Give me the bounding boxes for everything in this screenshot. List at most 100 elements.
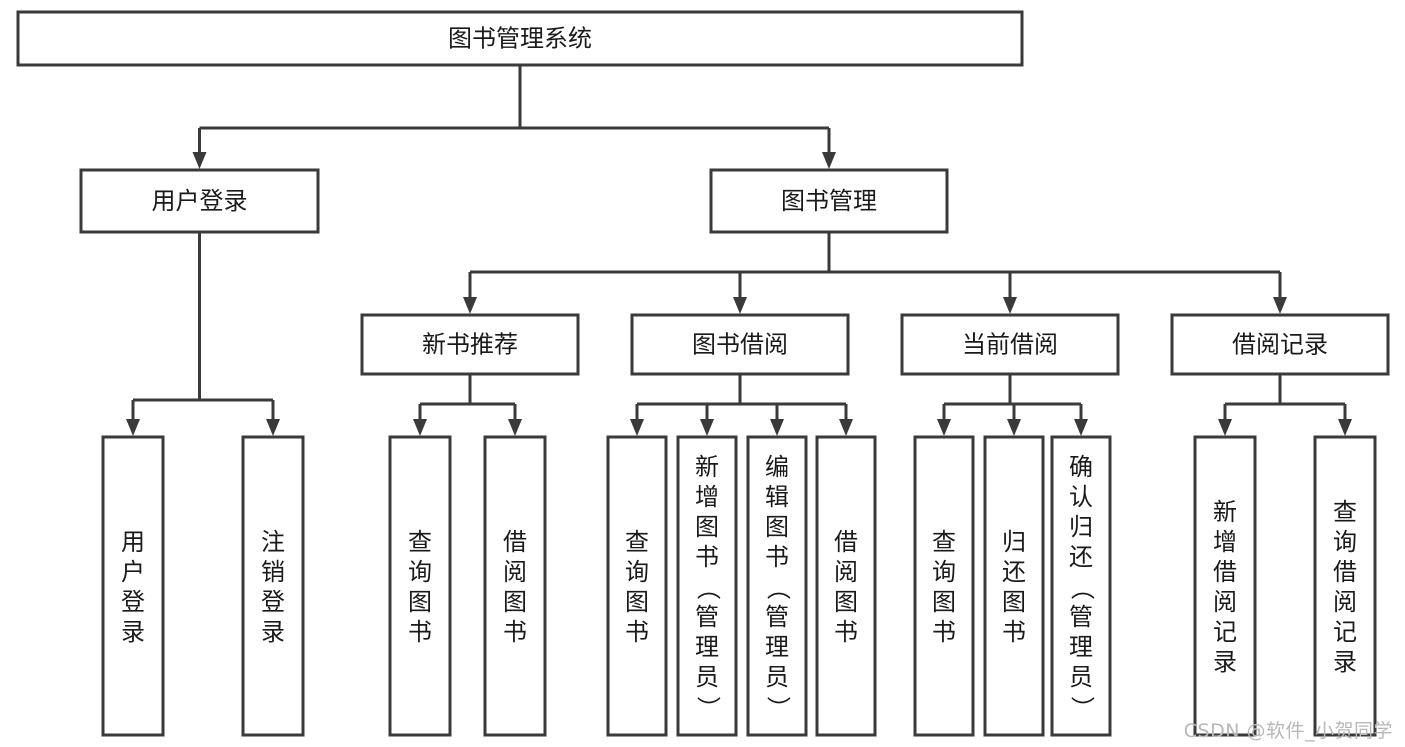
svg-text:询: 询	[408, 558, 432, 586]
svg-text:）: ）	[694, 696, 722, 720]
node-box-user-login[interactable]	[79, 168, 320, 234]
node-box-current-borrow[interactable]	[900, 313, 1120, 376]
node-box-new-book-recommend[interactable]	[360, 313, 580, 376]
node-box-leaf-add-record[interactable]	[1193, 435, 1257, 737]
csdn-watermark: CSDN @软件_小贺同学	[1183, 720, 1393, 742]
svg-text:书: 书	[834, 618, 858, 646]
node-box-leaf-query-book-2[interactable]	[606, 435, 668, 737]
arrow-icon-leaf-query-book-1	[413, 419, 427, 436]
svg-text:理: 理	[695, 633, 719, 661]
node-root[interactable]: 图书管理系统	[16, 10, 1024, 67]
svg-text:新: 新	[695, 453, 719, 481]
node-box-leaf-query-book-1[interactable]	[388, 435, 452, 737]
svg-text:归: 归	[1069, 513, 1093, 541]
connectors-layer	[126, 65, 1352, 436]
node-leaf-user-login[interactable]: 用户登录	[101, 435, 165, 737]
arrow-icon-leaf-user-login	[126, 419, 140, 436]
svg-text:员: 员	[765, 663, 789, 691]
node-book-management[interactable]: 图书管理	[709, 168, 949, 234]
svg-text:注: 注	[261, 528, 285, 556]
arrow-icon-leaf-query-book-3	[937, 419, 951, 436]
svg-text:查: 查	[408, 528, 432, 556]
node-label-book-management: 图书管理	[781, 187, 877, 215]
node-box-leaf-edit-book[interactable]	[746, 435, 808, 737]
node-box-leaf-return-book[interactable]	[983, 435, 1045, 737]
svg-text:（: （	[764, 576, 792, 600]
svg-text:查: 查	[1333, 498, 1357, 526]
node-box-leaf-add-book[interactable]	[676, 435, 738, 737]
svg-text:（: （	[694, 576, 722, 600]
svg-text:询: 询	[1333, 528, 1357, 556]
svg-text:图: 图	[408, 588, 432, 616]
node-box-leaf-logout[interactable]	[241, 435, 305, 737]
svg-text:书: 书	[765, 543, 789, 571]
node-new-book-recommend[interactable]: 新书推荐	[360, 313, 580, 376]
arrow-icon-user-login	[192, 152, 207, 169]
node-box-leaf-borrow-book-2[interactable]	[815, 435, 877, 737]
svg-text:图: 图	[765, 513, 789, 541]
svg-text:认: 认	[1069, 483, 1093, 511]
node-box-borrow-record[interactable]	[1170, 313, 1390, 376]
node-user-login[interactable]: 用户登录	[79, 168, 320, 234]
node-box-book-management[interactable]	[709, 168, 949, 234]
svg-text:增: 增	[1213, 528, 1237, 556]
node-box-leaf-user-login[interactable]	[101, 435, 165, 737]
arrow-icon-leaf-query-book-2	[630, 419, 644, 436]
svg-text:图: 图	[695, 513, 719, 541]
svg-text:书: 书	[408, 618, 432, 646]
node-label-book-borrow: 图书借阅	[692, 331, 788, 359]
node-box-leaf-query-book-3[interactable]	[913, 435, 975, 737]
node-book-borrow[interactable]: 图书借阅	[630, 313, 850, 376]
svg-text:辑: 辑	[765, 483, 789, 511]
node-box-leaf-borrow-book-1[interactable]	[483, 435, 547, 737]
svg-text:图: 图	[834, 588, 858, 616]
node-borrow-record[interactable]: 借阅记录	[1170, 313, 1390, 376]
svg-text:管: 管	[765, 603, 789, 631]
svg-text:查: 查	[932, 528, 956, 556]
svg-text:记: 记	[1333, 618, 1357, 646]
svg-text:）: ）	[764, 696, 792, 720]
svg-text:询: 询	[932, 558, 956, 586]
arrow-icon-leaf-query-record	[1338, 419, 1352, 436]
arrow-icon-leaf-logout	[266, 419, 280, 436]
arrow-icon-book-borrow	[733, 297, 747, 314]
svg-text:阅: 阅	[834, 558, 858, 586]
svg-text:借: 借	[503, 528, 527, 556]
svg-text:图: 图	[625, 588, 649, 616]
svg-text:记: 记	[1213, 618, 1237, 646]
node-box-leaf-confirm-return[interactable]	[1050, 435, 1112, 737]
svg-text:用: 用	[121, 528, 145, 556]
svg-text:书: 书	[503, 618, 527, 646]
svg-text:管: 管	[1069, 603, 1093, 631]
svg-text:管: 管	[695, 603, 719, 631]
node-box-root[interactable]	[16, 10, 1024, 67]
node-box-book-borrow[interactable]	[630, 313, 850, 376]
svg-text:阅: 阅	[1333, 588, 1357, 616]
node-label-root: 图书管理系统	[448, 25, 592, 53]
nodes-layer: 图书管理系统用户登录图书管理新书推荐图书借阅当前借阅借阅记录用户登录注销登录查询…	[16, 10, 1390, 737]
arrow-icon-leaf-borrow-book-1	[508, 419, 522, 436]
node-box-leaf-query-record[interactable]	[1313, 435, 1377, 737]
node-label-new-book-recommend: 新书推荐	[422, 331, 518, 359]
node-current-borrow[interactable]: 当前借阅	[900, 313, 1120, 376]
svg-text:（: （	[1068, 576, 1096, 600]
